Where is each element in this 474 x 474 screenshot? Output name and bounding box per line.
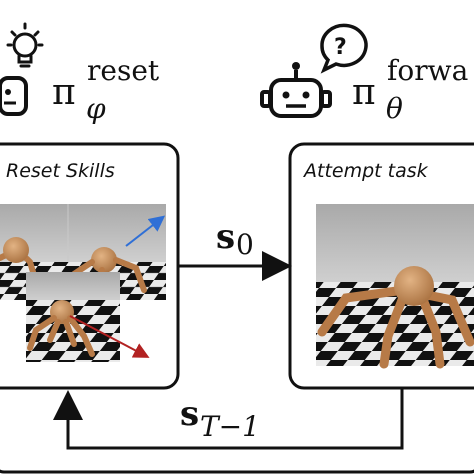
forward-policy-superscript: forwa [387, 54, 468, 87]
forward-policy-group: ? π forwa θ [260, 23, 468, 125]
red-direction-arrow [69, 315, 150, 358]
question-bubble-icon: ? [320, 23, 368, 74]
reset-policy-group: π reset φ [0, 22, 160, 125]
forward-policy-symbol: π [352, 72, 376, 113]
reset-policy-symbol: π [52, 72, 76, 113]
reset-skills-title: Reset Skills [6, 160, 115, 182]
svg-text:?: ? [334, 35, 347, 60]
bottom-arrow-label: s [180, 394, 199, 434]
transition-arrows: s 0 s T−1 [53, 217, 404, 450]
reset-skills-panel: Reset Skills [0, 142, 180, 390]
bottom-arrow-subscript: T−1 [200, 410, 260, 443]
bottom-return-arrow [53, 388, 404, 450]
forward-policy-subscript: θ [386, 92, 403, 125]
top-arrow-label: s [216, 217, 235, 257]
top-arrow-subscript: 0 [236, 228, 254, 261]
reset-policy-superscript: reset [87, 54, 160, 87]
lightbulb-icon [6, 22, 44, 68]
attempt-task-scene [316, 204, 474, 369]
reset-policy-subscript: φ [86, 92, 106, 125]
robot-icon [0, 76, 28, 116]
robot-face-icon [260, 62, 332, 118]
attempt-task-title: Attempt task [302, 160, 429, 182]
attempt-task-panel: Attempt task [288, 142, 474, 390]
reset-scene-inset [26, 272, 150, 362]
blue-direction-arrow [125, 215, 166, 247]
